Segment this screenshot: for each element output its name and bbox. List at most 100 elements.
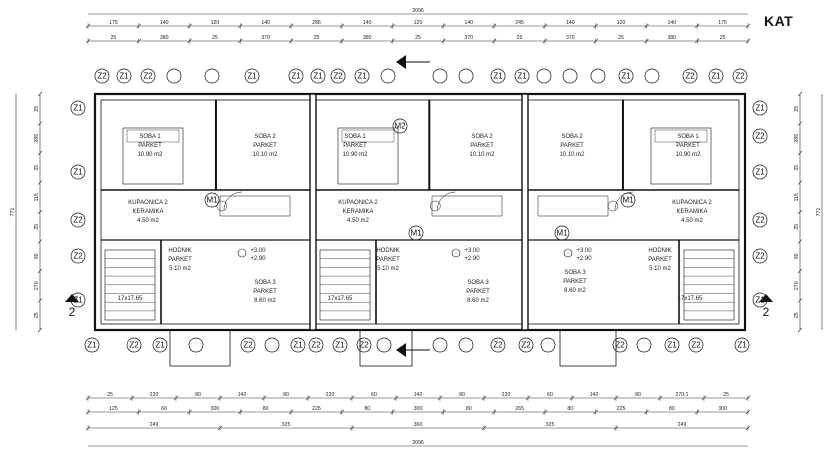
- left-dims-label: 285: [34, 134, 40, 143]
- wardrobe: [537, 195, 609, 217]
- left-dims-tick: [37, 209, 43, 215]
- unit3-soba2-area: 10.10 m2: [559, 152, 585, 158]
- window-tag-label: Z2: [685, 72, 695, 81]
- right-dims-tick: [797, 180, 803, 185]
- top-row1-label: 140: [363, 20, 372, 26]
- right-dims-tick: [797, 268, 803, 274]
- window-tag-circle: [664, 337, 680, 353]
- door-swing: [614, 191, 633, 211]
- top-row2-label: 25: [212, 35, 218, 41]
- window-tag-circle: [70, 212, 86, 228]
- window-tag-circle: [330, 68, 346, 84]
- bottom-row2-label: 225: [617, 406, 626, 412]
- window-tag-label: Z2: [333, 72, 343, 81]
- unit3-soba3-area: 8.60 m2: [564, 288, 586, 294]
- window-tag-circle: [126, 337, 142, 353]
- window-tag-circle: [752, 164, 768, 180]
- left-dims-label: 270: [34, 281, 40, 290]
- right-dims-tick: [797, 91, 803, 97]
- window-tag-circle: [732, 68, 748, 84]
- balcony: [559, 329, 617, 367]
- bottom-row1-label: 25: [723, 392, 729, 398]
- window-tag-label: M1: [410, 229, 422, 238]
- unit1-soba2-area: 10.10 m2: [252, 152, 278, 158]
- top-row1-label: 140: [566, 20, 575, 26]
- party-wall-2: [521, 93, 529, 331]
- window-tag-label: Z1: [293, 341, 303, 350]
- window-tag-label: M1: [622, 196, 634, 205]
- window-tag-label: Z1: [313, 72, 323, 81]
- balcony: [359, 329, 413, 367]
- right-dims-label: 25: [794, 106, 800, 112]
- window-tag-circle: [70, 248, 86, 264]
- bottom-row2-label: 80: [669, 406, 675, 412]
- window-tag-circle: [536, 68, 552, 84]
- top-row2-label: 25: [720, 35, 726, 41]
- bottom-row3-label: 249: [150, 422, 159, 428]
- bottom-row1-label: 140: [238, 392, 247, 398]
- wardrobe: [431, 195, 503, 217]
- right-dims-label: 25: [794, 312, 800, 318]
- window-tag-circle: [432, 68, 448, 84]
- right-dims-label: 115: [794, 193, 800, 201]
- unit3-soba2-name: SOBA 2: [561, 134, 583, 140]
- window-tag-label: Z1: [73, 296, 83, 305]
- level-upper: +3.00: [464, 248, 480, 254]
- window-tag-label: Z2: [735, 72, 745, 81]
- unit3-soba1-name: SOBA 1: [677, 134, 699, 140]
- window-tag-circle: [392, 118, 408, 134]
- bottom-row2-label: 60: [161, 406, 167, 412]
- left-dims-tick: [37, 298, 43, 303]
- bottom-row1-label: 80: [195, 392, 201, 398]
- section-bottom-arrow: [396, 343, 406, 357]
- window-tag-label: Z1: [737, 341, 747, 350]
- window-tag-label: Z2: [755, 252, 765, 261]
- window-tag-circle: [612, 337, 628, 353]
- window-tag-circle: [562, 68, 578, 84]
- window-tag-label: Z2: [521, 341, 531, 350]
- section-top-arrow: [396, 55, 406, 69]
- window-tag-circle: [204, 68, 220, 84]
- level-lower: +2.90: [576, 256, 592, 262]
- window-tag-label: Z1: [73, 104, 83, 113]
- toilet: [430, 200, 441, 212]
- bottom-row1-label: 60: [371, 392, 377, 398]
- left-dims-tick: [37, 91, 43, 97]
- right-dims-tick: [797, 298, 803, 303]
- left-dims-label: 25: [34, 165, 40, 171]
- window-tag-circle: [540, 337, 556, 353]
- unit2-bath-area: 4.50 m2: [347, 218, 369, 224]
- window-tag-circle: [166, 68, 182, 84]
- top-row1-label: 175: [718, 20, 727, 26]
- window-tag-label: Z2: [243, 341, 253, 350]
- wardrobe: [219, 195, 291, 217]
- unit3-hall-area: 5.10 m2: [649, 266, 671, 272]
- bed-pillow: [126, 129, 180, 143]
- unit3-soba2-floor: PARKET: [560, 143, 584, 149]
- window-tag-label: Z2: [73, 216, 83, 225]
- unit1-bath-name: KUPAONICA 2: [128, 200, 168, 206]
- section-left-arrow: [65, 294, 79, 302]
- window-tag-circle: [188, 337, 204, 353]
- right-dims-tick: [797, 121, 803, 126]
- unit1-soba3-area: 8.60 m2: [254, 298, 276, 304]
- window-tag-circle: [264, 337, 280, 353]
- window-tag-label: Z2: [755, 216, 765, 225]
- party-wall-1: [309, 93, 317, 331]
- unit2-soba1-floor: PARKET: [343, 143, 367, 149]
- window-tag-circle: [356, 337, 372, 353]
- unit3-bath-area: 4.50 m2: [681, 218, 703, 224]
- window-tag-label: Z1: [335, 341, 345, 350]
- window-tag-label: Z2: [493, 341, 503, 350]
- level-upper: +3.00: [576, 248, 592, 254]
- window-tag-label: Z1: [667, 341, 677, 350]
- unit2-hall-name: HODNIK: [376, 248, 399, 254]
- level-lower: +2.90: [250, 256, 266, 262]
- bottom-row2-label: 265: [515, 406, 524, 412]
- window-tag-circle: [288, 68, 304, 84]
- top-row1-label: 140: [261, 20, 270, 26]
- window-tag-circle: [70, 164, 86, 180]
- unit2-soba3-name: SOBA 3: [467, 280, 489, 286]
